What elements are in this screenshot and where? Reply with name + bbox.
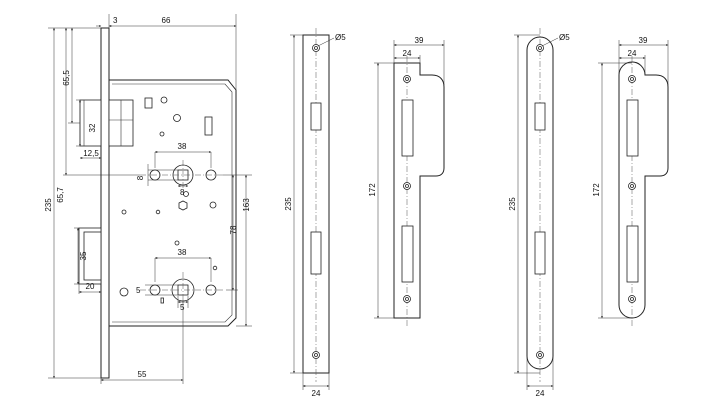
dim-lever-spacing: 38 xyxy=(178,142,187,151)
lock-body-view: 3 66 65,5 65,7 235 32 12,5 38 8 8 163 78… xyxy=(44,14,252,384)
dim-lever-spacing-lower: 38 xyxy=(178,248,187,257)
dim-follower-square: 8 xyxy=(180,188,185,197)
dim-keeper-width: 24 xyxy=(403,49,412,58)
faceplate xyxy=(100,27,110,379)
dim-keeper-height: 172 xyxy=(368,183,377,197)
dim-rstrike-width: 24 xyxy=(536,389,545,398)
latch-bolt xyxy=(79,99,102,147)
dim-top-to-handle: 65,7 xyxy=(56,187,65,203)
dim-body-width: 66 xyxy=(162,16,171,25)
dim-backset: 55 xyxy=(138,370,147,379)
dim-rkeeper-lip-width: 39 xyxy=(639,36,648,45)
lock-case xyxy=(109,79,237,327)
dim-rkeeper-width: 24 xyxy=(628,49,637,58)
keeper-rounded: 39 24 172 xyxy=(592,36,669,326)
dim-top-to-latch: 65,5 xyxy=(62,70,71,86)
dim-strike-hole: Ø5 xyxy=(335,33,346,42)
dim-overall-height: 235 xyxy=(44,198,53,212)
dim-faceplate-thickness: 3 xyxy=(113,16,118,25)
keeper-straight: 39 24 172 xyxy=(368,36,445,326)
dim-strike-width: 24 xyxy=(312,389,321,398)
lock-dimension-lines xyxy=(48,14,252,384)
dim-cylinder-square: 5 xyxy=(180,303,185,312)
dim-bolt-projection: 20 xyxy=(86,282,95,291)
strike-plate-rounded: Ø5 235 24 xyxy=(508,28,570,398)
dim-strike-height: 235 xyxy=(284,197,293,211)
dim-latch-projection: 12,5 xyxy=(83,149,99,158)
dim-follower-to-cylinder: 78 xyxy=(229,225,238,234)
dim-rkeeper-height: 172 xyxy=(592,183,601,197)
dim-keeper-lip-width: 39 xyxy=(415,36,424,45)
dim-cylinder-offset: 5 xyxy=(136,286,141,295)
slot-right xyxy=(204,116,213,136)
strike-plate-straight: Ø5 235 24 xyxy=(284,28,346,398)
dim-rstrike-height: 235 xyxy=(508,197,517,211)
dim-latch-follower-offset: 8 xyxy=(136,175,145,180)
slot-top xyxy=(144,97,153,109)
dim-rstrike-hole: Ø5 xyxy=(559,33,570,42)
dim-latch-height: 32 xyxy=(88,123,97,132)
dim-handle-to-bottom: 163 xyxy=(242,198,251,212)
dim-bolt-height: 35 xyxy=(79,251,88,260)
